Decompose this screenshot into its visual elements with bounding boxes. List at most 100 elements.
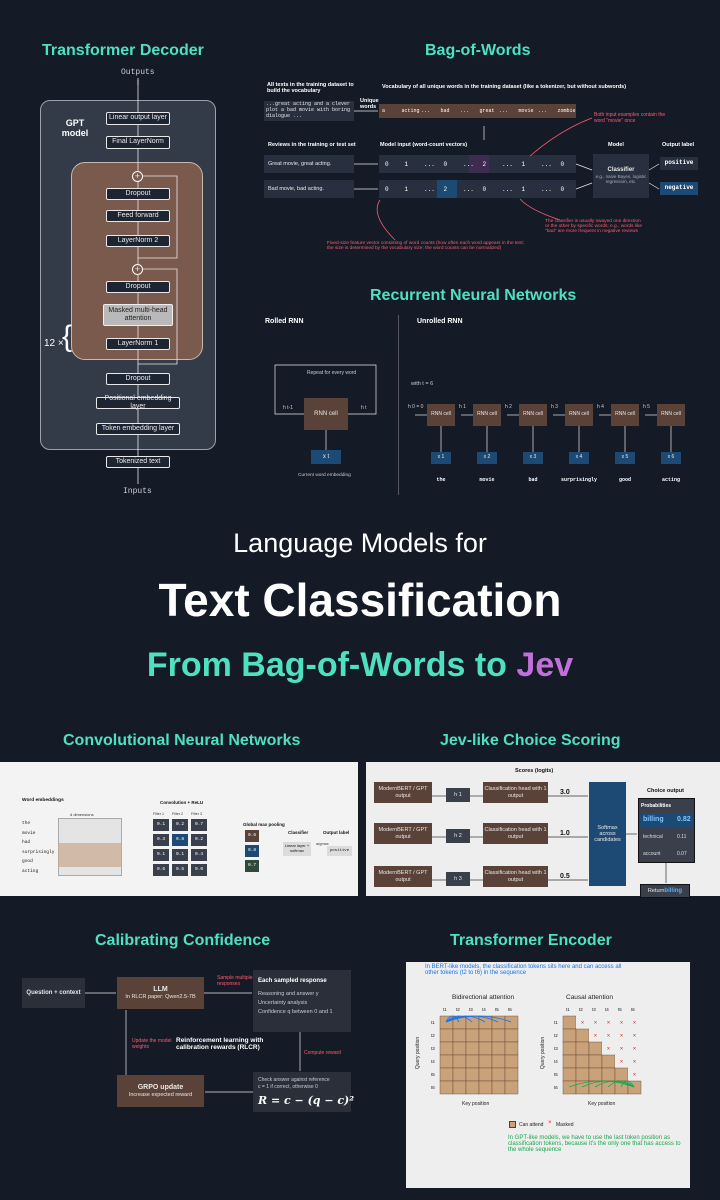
bidir-grid-key-token: t5 (495, 1007, 499, 1012)
bow-vector-value: ... (541, 186, 552, 193)
bow-unique-words: Unique words (360, 98, 379, 110)
bidir-attention-arc (445, 1015, 512, 1023)
causal-grid-masked-cell (602, 1016, 615, 1029)
cnn-filter-value: 0.6 (153, 864, 169, 876)
bow-vocab-word: great (479, 108, 495, 114)
cnn-window (58, 843, 122, 867)
rnn-divider (398, 315, 399, 495)
encoder-causal: Causal attention (566, 994, 613, 1001)
bow-vocab-word: zombie (557, 108, 576, 114)
bow-vector-2-highlight (437, 180, 457, 198)
causal-grid-masked-cell (615, 1016, 628, 1029)
jev-head: Classification head with 1 output (483, 782, 548, 803)
jev-title: Jev-like Choice Scoring (440, 732, 621, 749)
bow-note-movie: Both input examples contain the word "mo… (594, 112, 666, 124)
cnn-classifier: Classifier (288, 830, 309, 835)
bidir-grid-cell (491, 1080, 506, 1095)
residual-add-bottom-icon: + (132, 264, 143, 275)
cnn-out-label: Output label (323, 830, 350, 835)
bow-vector-value: 1 (404, 186, 409, 193)
cnn-filter-value: 0.5 (172, 864, 188, 876)
causal-grid-key-token: t5 (618, 1007, 622, 1012)
bow-input-head: Model input (word-count vectors) (380, 142, 468, 148)
bidir-grid-cell (452, 1080, 467, 1095)
causal-grid-cell (562, 1028, 577, 1043)
bow-vector-value: ... (541, 161, 552, 168)
bow-vector-value: ... (424, 186, 435, 193)
bidir-grid-cell (452, 1041, 467, 1056)
causal-grid-masked-cell (628, 1068, 641, 1081)
causal-grid-masked-cell (615, 1042, 628, 1055)
cnn-word: had (22, 840, 31, 845)
bidir-grid-cell (504, 1067, 519, 1082)
linear-output-layer: Linear output layer (106, 112, 170, 125)
bow-label-positive: positive (660, 157, 698, 170)
rnn-x: x 4 (569, 452, 589, 464)
rnn-h: h 4 (597, 404, 604, 410)
causal-grid-query-token: t2 (554, 1033, 558, 1038)
cnn-filter-value: 0.1 (153, 849, 169, 861)
encoder-legend-attend-swatch (509, 1121, 516, 1128)
causal-grid-mask-x: × (620, 1047, 624, 1053)
bow-vector-value: ... (502, 186, 513, 193)
bow-review-2: Bad movie, bad acting. (264, 180, 354, 198)
rnn-h: h 5 (643, 404, 650, 410)
cnn-filter-value: 0.1 (153, 819, 169, 831)
causal-grid-mask-x: × (607, 1047, 611, 1053)
calib-question: Question + context (22, 978, 85, 1008)
jev-model: ModernBERT / GPT output (374, 866, 432, 887)
causal-grid-cell (588, 1080, 603, 1095)
encoder-legend-mask-icon: × (548, 1120, 552, 1126)
bidir-grid-cell (439, 1054, 454, 1069)
jev-logit: 1.0 (560, 830, 570, 837)
bidir-grid-cell (491, 1041, 506, 1056)
rnn-x: x 6 (661, 452, 681, 464)
bidir-grid-query-token: t6 (431, 1085, 435, 1090)
hero-line-2: Text Classification (158, 574, 562, 626)
cnn-word-embeddings: Word embeddings (22, 798, 64, 803)
bow-label-negative: negative (660, 182, 698, 195)
rnn-h-t: h t (361, 405, 367, 411)
rnn-title: Recurrent Neural Networks (370, 287, 577, 304)
rnn-h: h 3 (551, 404, 558, 410)
rnn-current-embedding: Current word embedding (298, 473, 351, 478)
bow-classifier: Classifier e.g., naive Bayes, logistic r… (593, 154, 649, 198)
causal-attention-arc (594, 1080, 635, 1088)
bidir-grid-cell (452, 1028, 467, 1043)
causal-attention-arc (607, 1080, 635, 1088)
jev-h: h 1 (446, 788, 470, 802)
bow-classifier-label: Classifier (607, 167, 635, 174)
bow-vocab-word: bad (440, 108, 450, 114)
cnn-filter-value: 0.4 (191, 849, 207, 861)
feed-forward: Feed forward (106, 210, 170, 222)
rnn-x: x 2 (477, 452, 497, 464)
causal-grid-cell (575, 1067, 590, 1082)
bow-vector-value: 2 (482, 161, 487, 168)
jev-logit: 3.0 (560, 789, 570, 796)
jev-prob-value: 0.82 (677, 816, 691, 823)
causal-grid-masked-cell (615, 1055, 628, 1068)
rnn-repeat: Repeat for every word (307, 370, 357, 376)
cnn-filter-value: 0.2 (191, 834, 207, 846)
cnn-conv: Convolution + ReLU (160, 800, 204, 805)
bidir-grid-cell (478, 1041, 493, 1056)
cnn-filter-value: 0.8 (172, 834, 188, 846)
encoder-key-bidir: Key position (462, 1101, 490, 1107)
bidir-grid-cell (452, 1067, 467, 1082)
cnn-title: Convolutional Neural Networks (63, 732, 301, 749)
jev-return-value: billing (664, 887, 683, 894)
cnn-word: surprisingly (22, 849, 55, 855)
bow-vector-value: ... (463, 186, 474, 193)
bidir-grid-cell (504, 1041, 519, 1056)
rnn-h0: h 0 = 0 (408, 404, 424, 410)
cnn-pooled-value: 0.7 (245, 860, 259, 872)
causal-grid-key-token: t2 (579, 1007, 583, 1012)
calib-grpo-sub: Increase expected reward (128, 1091, 193, 1098)
causal-grid-masked-cell (628, 1042, 641, 1055)
bow-title: Bag-of-Words (425, 42, 531, 59)
jev-head: Classification head with 1 output (483, 823, 548, 844)
